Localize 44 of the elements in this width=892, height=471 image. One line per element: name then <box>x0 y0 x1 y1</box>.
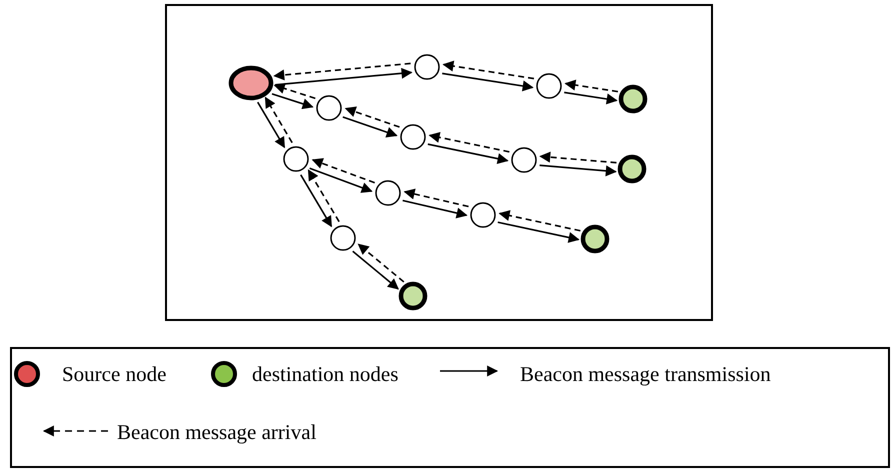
relay-node <box>536 73 562 99</box>
dashed-arrow <box>358 244 404 283</box>
dashed-arrow <box>428 132 510 153</box>
arrow <box>498 221 580 243</box>
arrow <box>428 143 509 164</box>
arrow <box>540 164 617 176</box>
dashed-arrow <box>498 210 581 232</box>
relay-node <box>330 225 356 251</box>
arrow <box>257 102 286 148</box>
dashed-arrow <box>312 158 375 184</box>
relay-node <box>470 202 496 228</box>
arrow <box>275 68 413 86</box>
arrow <box>402 200 468 218</box>
arrow <box>300 174 332 228</box>
destination-node <box>618 84 648 114</box>
relay-node <box>414 54 440 80</box>
arrow <box>564 92 618 104</box>
source-node <box>228 66 274 100</box>
dashed-arrow <box>404 188 469 208</box>
relay-node <box>375 180 401 206</box>
arrow <box>352 250 399 290</box>
destination-node <box>618 154 646 184</box>
legend-label: destination nodes <box>252 362 398 386</box>
arrow <box>309 168 373 193</box>
arrow <box>342 116 398 138</box>
destination-node <box>398 282 428 310</box>
legend-label: Beacon message arrival <box>117 420 316 444</box>
arrow <box>442 72 534 92</box>
dashed-arrow <box>273 62 411 80</box>
dashed-arrow <box>308 169 340 222</box>
relay-node <box>400 124 426 150</box>
dashed-arrow <box>274 83 316 100</box>
dashed-arrow <box>539 152 617 164</box>
legend-label: Source node <box>62 362 166 386</box>
arrow <box>272 93 314 110</box>
dashed-arrow <box>264 96 293 144</box>
relay-node <box>511 147 537 173</box>
dashed-arrow <box>442 60 534 80</box>
relay-node <box>283 146 309 172</box>
dashed-arrow <box>564 80 618 92</box>
legend-label: Beacon message transmission <box>520 362 771 386</box>
relay-node <box>316 95 342 121</box>
destination-node <box>580 224 610 254</box>
dashed-arrow <box>344 106 400 128</box>
